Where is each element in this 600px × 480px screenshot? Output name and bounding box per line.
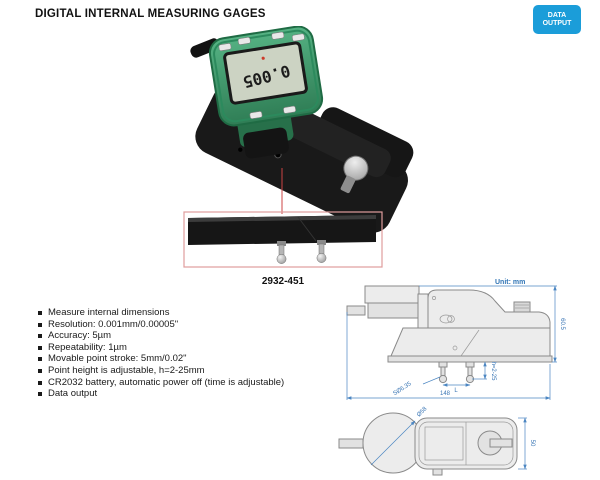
measuring-point <box>316 240 327 263</box>
bullet-icon <box>38 334 42 339</box>
product-photo: 0.005 <box>183 26 414 268</box>
feature-text: Measure internal dimensions <box>48 307 170 318</box>
bullet-icon <box>38 345 42 350</box>
feature-item: Point height is adjustable, h=2-25mm <box>38 365 328 377</box>
badge-line1: DATA <box>547 11 567 19</box>
page-title: DIGITAL INTERNAL MEASURING GAGES <box>35 8 266 20</box>
feature-item: CR2032 battery, automatic power off (tim… <box>38 377 328 389</box>
feature-text: Accuracy: 5µm <box>48 330 112 342</box>
data-output-badge: DATA OUTPUT <box>533 5 581 34</box>
feature-text: Point height is adjustable, h=2-25mm <box>48 364 205 376</box>
drawing-points <box>438 361 475 384</box>
measuring-point <box>276 241 287 264</box>
dim-overall-width: 148 <box>440 391 451 397</box>
features-list: Measure internal dimensions Resolution: … <box>38 307 328 400</box>
feature-item: Repeatability: 1µm <box>38 342 328 354</box>
bullet-icon <box>38 380 42 385</box>
bullet-icon <box>38 322 42 327</box>
feature-text: Data output <box>48 388 98 400</box>
bullet-icon <box>38 368 42 373</box>
feature-item: Resolution: 0.001mm/0.00005" <box>38 319 328 331</box>
drawings-panel: Unit: mm <box>338 279 565 476</box>
dim-body-width: 50 <box>529 440 535 447</box>
feature-text: Repeatability: 1µm <box>48 341 127 353</box>
bullet-icon <box>38 357 42 362</box>
feature-item: Movable point stroke: 5mm/0.02" <box>38 353 328 365</box>
lcd-display <box>223 41 308 105</box>
dim-dial-diameter: Ø58 <box>416 406 429 419</box>
indicator-buttons <box>218 31 305 119</box>
top-view-drawing: Ø58 50 <box>338 406 535 476</box>
bullet-icon <box>38 311 42 315</box>
feature-item: Measure internal dimensions <box>38 307 328 319</box>
unit-label: Unit: mm <box>495 279 525 286</box>
feature-item: Accuracy: 5µm <box>38 330 328 342</box>
dim-ball-diameter: SØ6.35 <box>392 381 413 397</box>
dim-point-span: L <box>454 388 458 394</box>
dim-overall-height: 60.5 <box>559 318 565 330</box>
side-view-drawing: 60.5 148 L SØ6.35 h=2-25 <box>346 285 565 400</box>
measuring-rail <box>188 215 376 264</box>
dial-indicator: 0.005 <box>208 26 324 127</box>
dim-point-height: h=2-25 <box>490 362 496 382</box>
feature-text: Resolution: 0.001mm/0.00005" <box>48 318 179 330</box>
model-number: 2932-451 <box>261 276 305 287</box>
badge-line2: OUTPUT <box>542 19 572 27</box>
bullet-icon <box>38 392 42 397</box>
feature-item: Data output <box>38 388 328 400</box>
feature-text: CR2032 battery, automatic power off (tim… <box>48 376 285 388</box>
feature-text: Movable point stroke: 5mm/0.02" <box>48 353 187 365</box>
callout-box <box>183 211 383 268</box>
